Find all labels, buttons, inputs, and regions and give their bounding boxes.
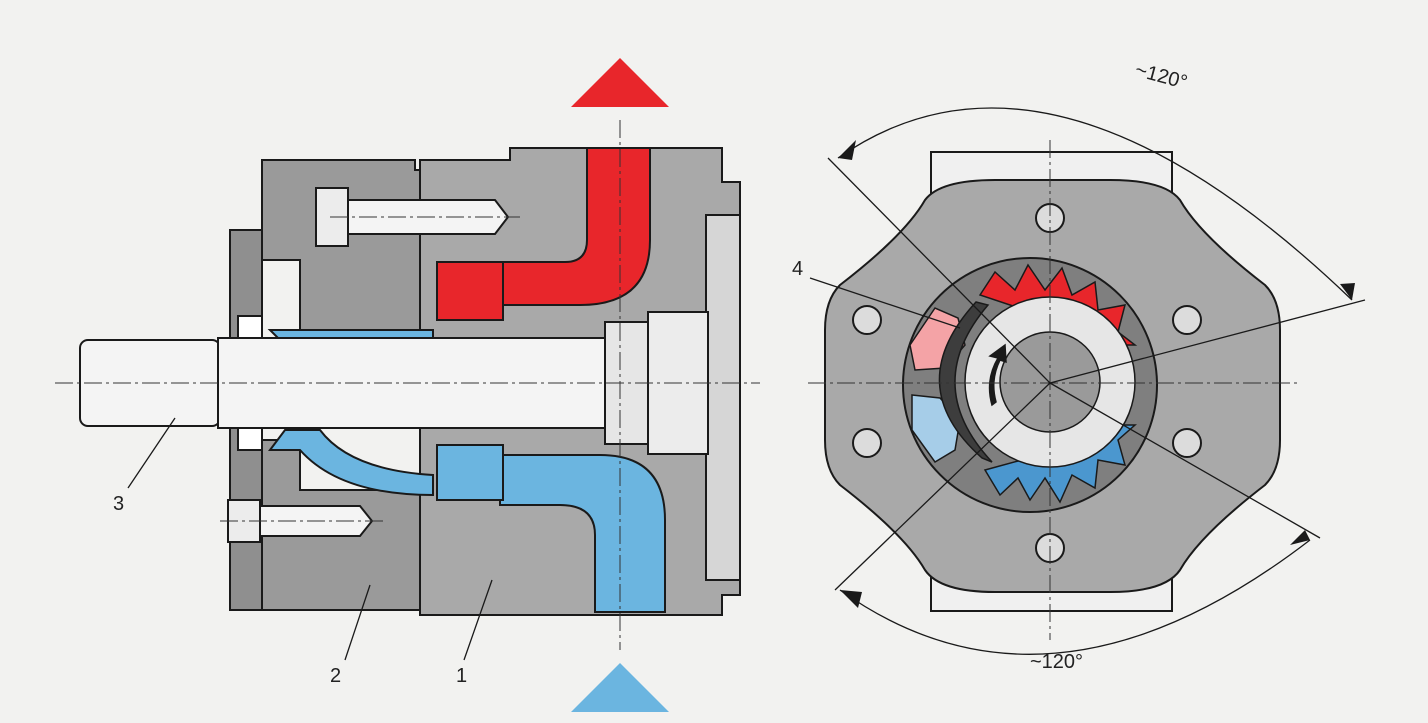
bolt-hole-left-top	[852, 305, 882, 335]
label-part-1: 1	[456, 665, 467, 687]
angle-label-bottom: ~120°	[1030, 651, 1083, 673]
angle-arc-top	[837, 107, 1353, 301]
label-part-4: 4	[792, 258, 803, 280]
angle-arrowheads	[838, 140, 1355, 608]
sectional-view	[79, 147, 741, 616]
rotation-arrow-icon	[988, 343, 1007, 407]
suction-inlet-arrow	[571, 663, 669, 712]
angle-arc-bottom	[839, 539, 1311, 655]
pressure-gear-chamber	[436, 261, 504, 321]
pressure-channel	[499, 147, 651, 306]
end-plate	[705, 214, 741, 581]
angle-ray-4	[834, 382, 1051, 591]
suction-gear-chamber	[436, 444, 504, 501]
angle-ray-1	[827, 157, 1051, 384]
label-part-2: 2	[330, 665, 341, 687]
label-part-3: 3	[113, 493, 124, 515]
suction-channel	[499, 454, 666, 613]
centre-lines-left	[55, 120, 760, 650]
crescent-filler	[938, 301, 993, 463]
shaft-seal-bottom	[237, 427, 263, 451]
bolt-hole-left-bottom	[852, 428, 882, 458]
bolt-hole-right-bottom	[1172, 428, 1202, 458]
centre-lines-right	[808, 140, 1300, 640]
angle-ray-2	[1049, 299, 1366, 384]
bolt-hole-right-top	[1172, 305, 1202, 335]
suction-return-channel	[268, 429, 434, 497]
shaft-seal-top	[237, 315, 263, 339]
angle-ray-3	[1049, 382, 1321, 539]
angle-dimensions	[827, 107, 1366, 655]
leader-lines	[127, 277, 961, 661]
pressure-outlet-arrow	[571, 58, 669, 107]
angle-label-top: ~120°	[1133, 59, 1190, 94]
